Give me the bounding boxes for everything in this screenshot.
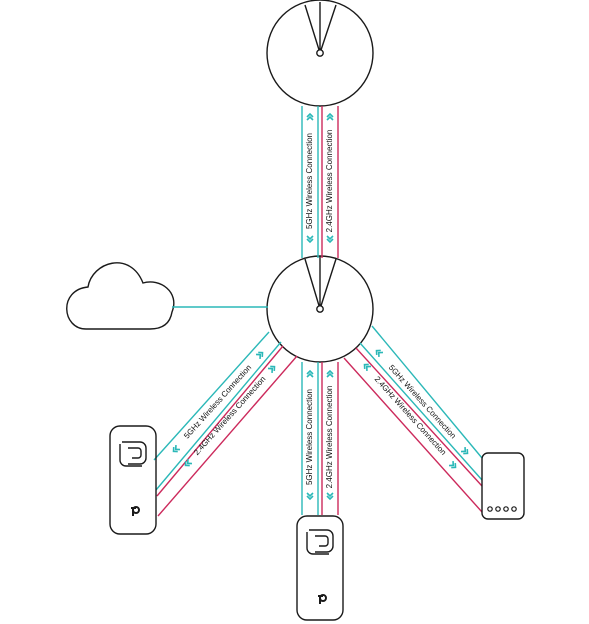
link-top-to-center: 5GHz Wireless Connection 2.4GHz Wireless… [301,106,339,258]
top-satellite-node [266,0,374,107]
link-label-5ghz: 5GHz Wireless Connection [305,133,314,229]
down-chevron-icon [326,235,334,243]
up-chevron-icon [326,113,334,121]
up-chevron-icon [326,370,334,378]
link-label-24ghz: 2.4GHz Wireless Connection [325,130,334,233]
chevron-icon [448,460,459,471]
chevron-icon [460,446,471,457]
link-center-to-router: 5GHz Wireless Connection 2.4GHz Wireless… [343,325,483,513]
router-icon [481,452,525,520]
down-chevron-icon [306,235,314,243]
down-chevron-icon [306,492,314,500]
tp-link-logo-icon [131,506,140,516]
chevron-icon [170,444,181,455]
link-center-to-left-unit: 5GHz Wireless Connection 2.4GHz Wireless… [153,331,298,517]
tp-link-logo-icon [318,594,327,604]
chevron-icon [255,349,266,360]
cloud-icon [66,262,268,330]
chevron-icon [373,347,384,358]
link-label-5ghz: 5GHz Wireless Connection [305,389,314,485]
up-chevron-icon [306,113,314,121]
central-satellite-node [266,255,374,363]
link-label-24ghz: 2.4GHz Wireless Connection [325,386,334,489]
left-deco-unit-icon [109,425,157,535]
up-chevron-icon [306,370,314,378]
down-chevron-icon [326,492,334,500]
link-center-to-bottom-unit: 5GHz Wireless Connection 2.4GHz Wireless… [301,362,339,515]
bottom-deco-unit-icon [296,515,344,621]
chevron-icon [267,363,278,374]
